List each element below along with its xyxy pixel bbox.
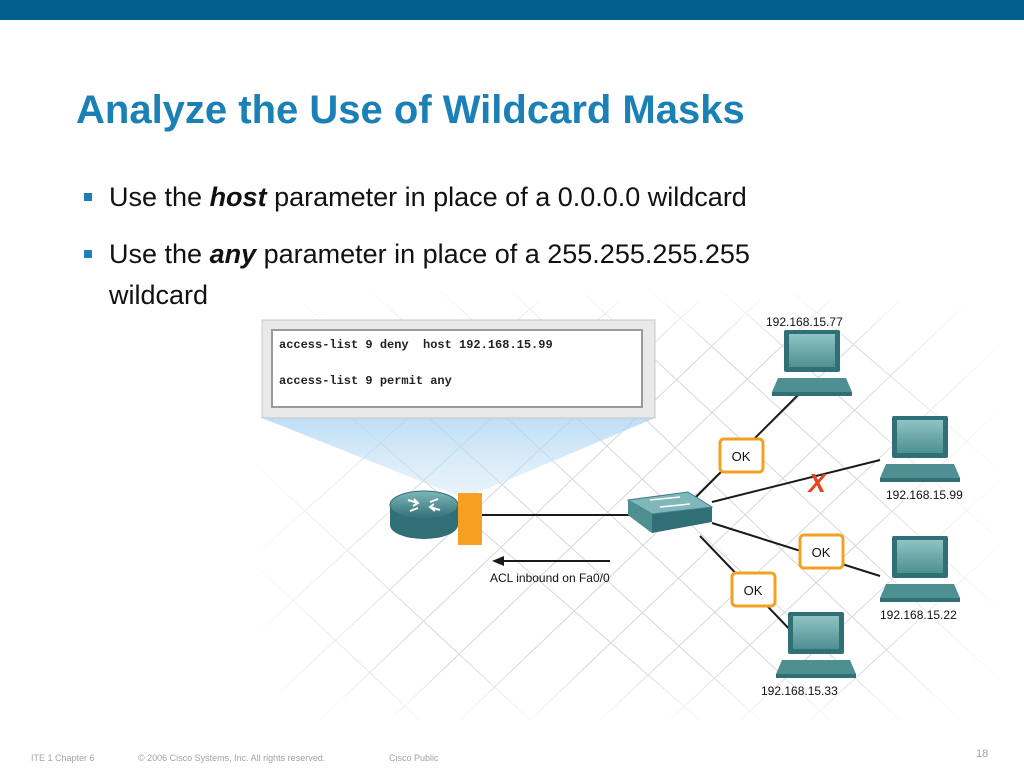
acl-beam (262, 418, 655, 496)
top-banner (0, 0, 1024, 20)
link-host-99 (711, 459, 881, 503)
host-pc-22 (880, 536, 960, 602)
page-number: 18 (976, 748, 989, 760)
arrow-head-icon (492, 556, 504, 566)
acl-config-box: access-list 9 deny host 192.168.15.99 ac… (261, 319, 656, 419)
ok-badge-label: OK (732, 449, 751, 464)
host-ip-label: 192.168.15.99 (886, 488, 963, 502)
host-ip-label: 192.168.15.77 (766, 315, 843, 329)
host-pc-99 (880, 416, 960, 482)
deny-x-icon: X (806, 468, 827, 498)
acl-line-deny: access-list 9 deny host 192.168.15.99 (279, 338, 553, 352)
bullet-line2: wildcard (109, 280, 209, 310)
host-ip-label: 192.168.15.33 (761, 684, 838, 698)
bullet-post: parameter in place of a 255.255.255.255 (256, 239, 750, 269)
footer-classification: Cisco Public (389, 753, 439, 763)
bullet-pre: Use the (109, 239, 210, 269)
link-host-22 (711, 522, 881, 577)
bullet-pre: Use the (109, 182, 210, 212)
footer-copyright: © 2006 Cisco Systems, Inc. All rights re… (138, 753, 326, 763)
host-pc-33 (776, 612, 856, 678)
bullet-post: parameter in place of a 0.0.0.0 wildcard (266, 182, 747, 212)
ok-badge-33: OK (730, 571, 777, 608)
host-ip-label: 192.168.15.22 (880, 608, 957, 622)
ok-badge-22: OK (798, 533, 845, 570)
acl-inbound-label: ACL inbound on Fa0/0 (490, 571, 610, 585)
host-pc-77 (772, 330, 852, 396)
switch-icon (626, 491, 714, 533)
bullet-keyword: any (209, 239, 257, 269)
ok-badge-77: OK (718, 437, 765, 474)
ok-badge-label: OK (812, 545, 831, 560)
footer-course: ITE 1 Chapter 6 (31, 753, 95, 763)
bullet-square-icon (84, 250, 92, 258)
bullet-square-icon (84, 193, 92, 201)
bullet-keyword: host (209, 182, 267, 212)
slide-title: Analyze the Use of Wildcard Masks (76, 88, 745, 132)
router-icon (389, 490, 459, 539)
interface-fa0-0 (458, 493, 482, 545)
ok-badge-label: OK (744, 583, 763, 598)
acl-line-permit: access-list 9 permit any (279, 374, 452, 388)
